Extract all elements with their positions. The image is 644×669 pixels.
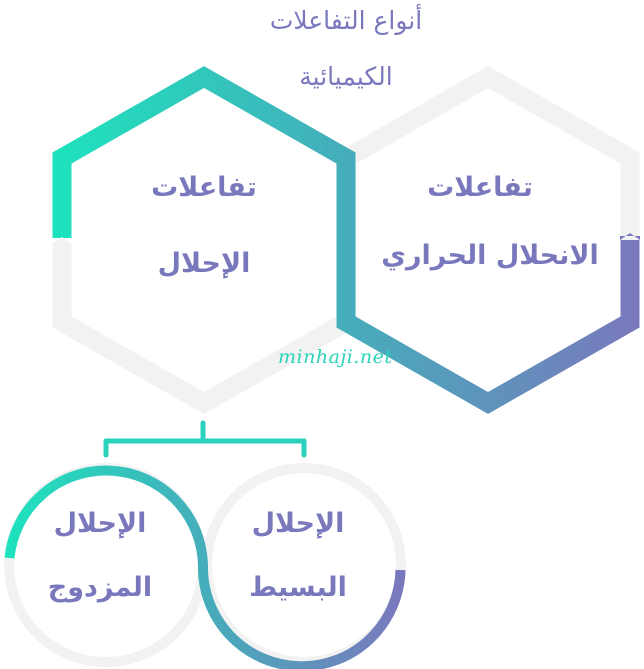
hexagon-thermal-decomposition-line2: الانحلال الحراري xyxy=(381,240,599,271)
hexagon-gradient-path xyxy=(52,66,640,414)
circle-single-substitution-line1: الإحلال xyxy=(251,508,345,539)
hexagon-substitution-line2: الإحلال xyxy=(157,248,251,279)
hexagon-thermal-decomposition-line1: تفاعلات xyxy=(427,172,533,203)
circle-double-substitution-line1: الإحلال xyxy=(53,508,147,539)
page-title-line2: الكيميائية xyxy=(299,62,393,91)
circle-double-substitution-line2: المزدوج xyxy=(47,572,153,603)
circle-gradient-path xyxy=(4,465,406,669)
watermark: minhaji.net xyxy=(278,346,393,368)
circle-single-substitution-line2: البسيط xyxy=(249,572,347,603)
page-title-line1: أنواع التفاعلات xyxy=(269,6,423,35)
hexagon-substitution-line1: تفاعلات xyxy=(151,172,257,203)
tree-connector xyxy=(103,420,307,458)
